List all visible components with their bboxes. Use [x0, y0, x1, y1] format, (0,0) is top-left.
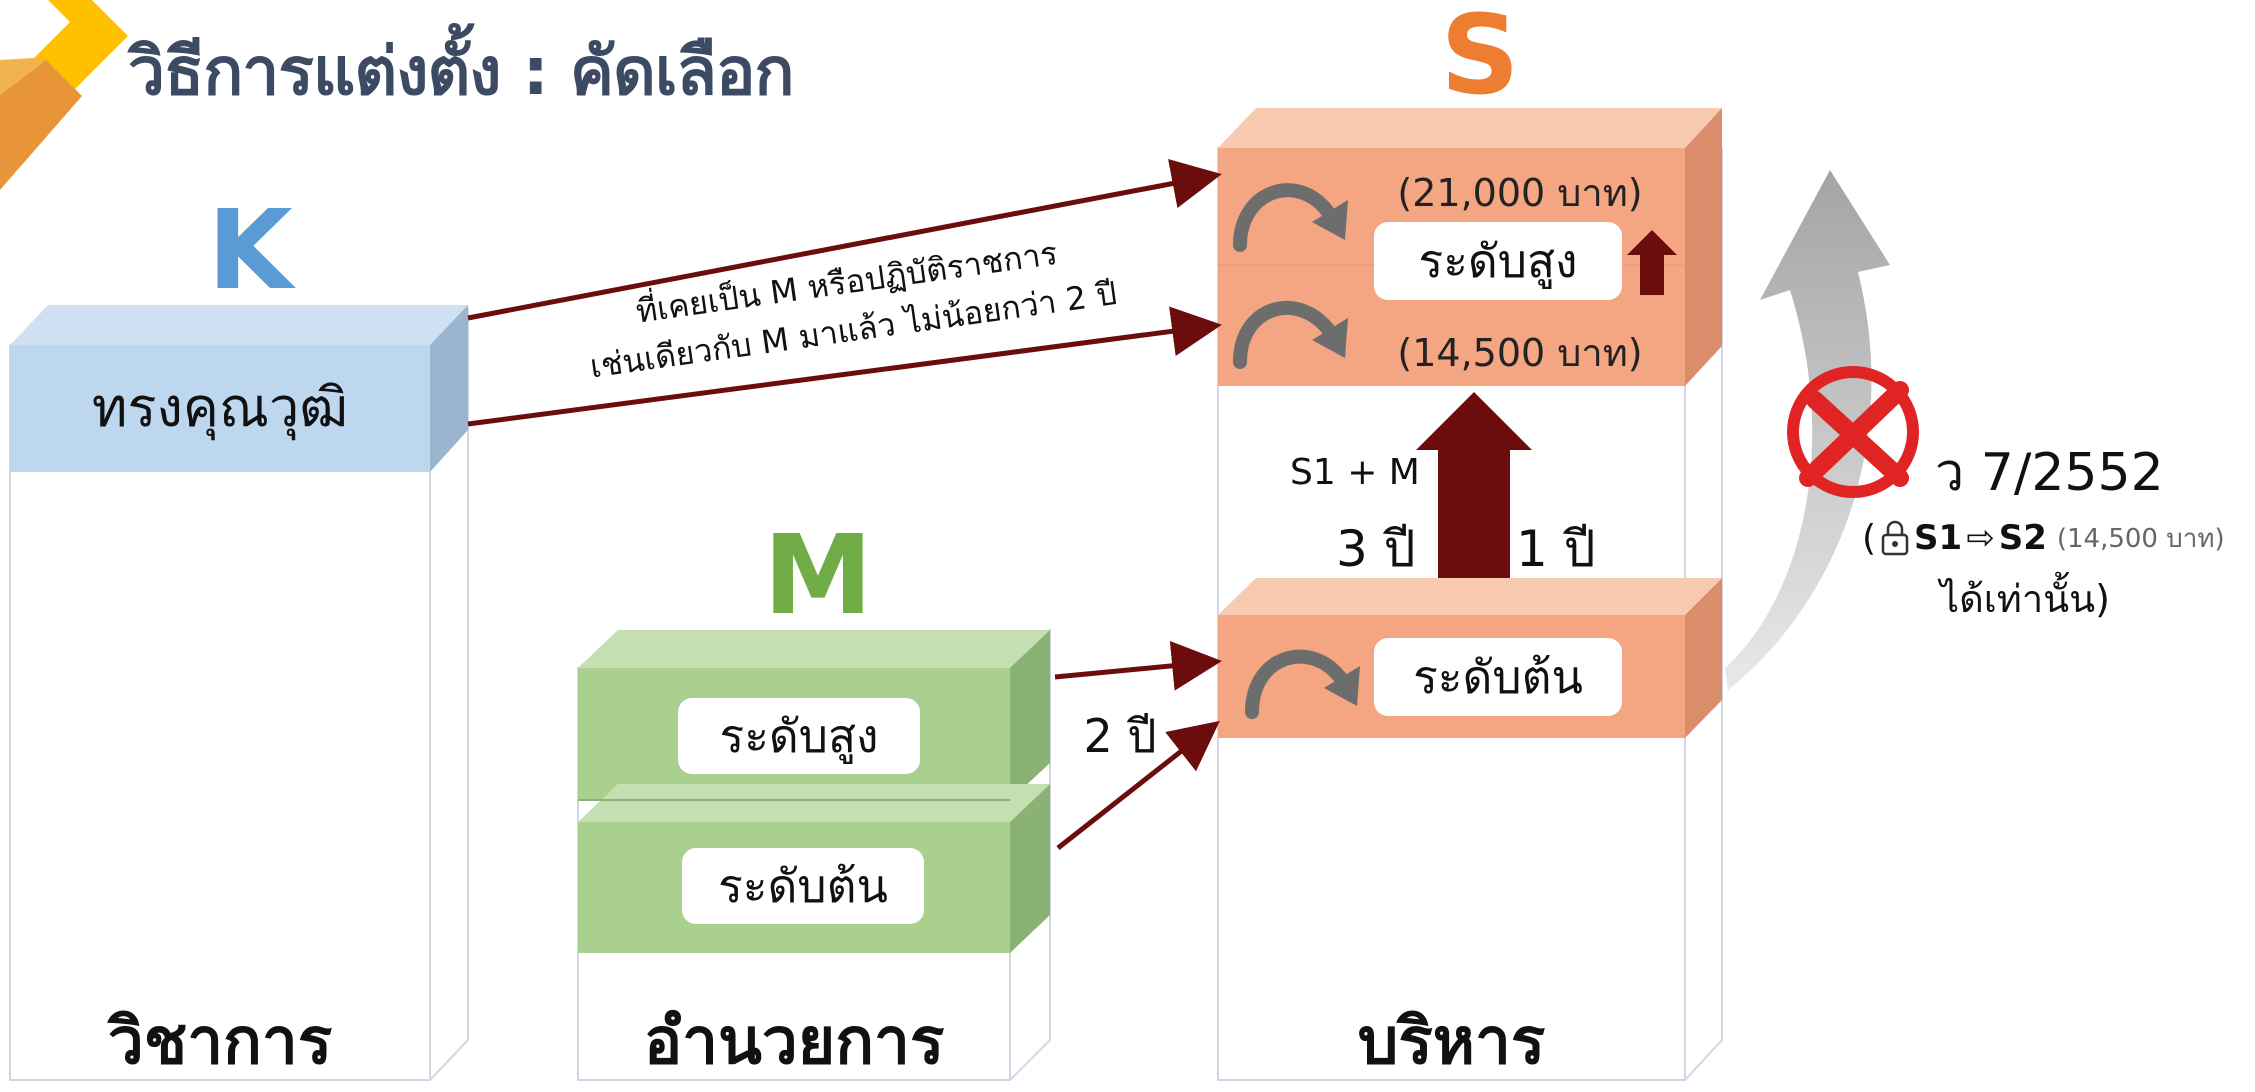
s-middle-salary: (14,500 บาท)	[1397, 331, 1643, 375]
prohibit-cross-icon	[1787, 366, 1919, 498]
k-bottom-label: วิชาการ	[107, 1005, 333, 1079]
m-letter: M	[763, 511, 873, 639]
m-upper-label: ระดับสูง	[678, 698, 920, 774]
corner-chevron-icon	[0, 0, 128, 190]
big-curved-arrow-icon	[1725, 170, 1890, 690]
m-bottom-label: อำนวยการ	[643, 1005, 945, 1079]
s-lower-label: ระดับต้น	[1374, 638, 1622, 716]
curved-arrow-icon	[1245, 649, 1360, 719]
k-to-s-middle-arrow	[467, 306, 1222, 427]
three-years-label: 3 ปี	[1336, 520, 1416, 578]
m-lower-label: ระดับต้น	[682, 848, 924, 924]
curved-arrow-icon	[1233, 183, 1348, 252]
curved-arrow-icon	[1233, 301, 1348, 369]
s-upper-salary: (21,000 บาท)	[1397, 171, 1643, 215]
rule-line2: ได้เท่านั้น)	[1940, 577, 2110, 621]
k-box-label: ทรงคุณวุฒิ	[91, 376, 349, 439]
up-arrow-icon	[1416, 392, 1532, 578]
m-to-s-years: 2 ปี	[1083, 709, 1157, 763]
m-upper-to-s-arrow	[1054, 640, 1222, 691]
s-upper-label: ระดับสูง	[1374, 222, 1622, 300]
rule-code: ว 7/2552	[1935, 443, 2164, 503]
rule-arrow-icon: ⇨	[1966, 518, 1995, 558]
k-to-s-upper-arrow	[467, 158, 1222, 321]
s1-plus-m-label: S1 + M	[1290, 452, 1420, 493]
m-lower-to-s-arrow	[1056, 720, 1220, 850]
one-year-label: 1 ปี	[1516, 520, 1596, 578]
rule-line1: ( S1 ⇨ S2 (14,500 บาท)	[1862, 510, 2247, 566]
k-letter: K	[207, 186, 293, 314]
rule-salary: (14,500 บาท)	[2056, 523, 2225, 554]
s-letter: S	[1440, 0, 1520, 119]
s-bottom-label: บริหาร	[1357, 1005, 1546, 1079]
rule-s1: S1	[1914, 518, 1963, 558]
up-arrow-icon	[1627, 230, 1677, 295]
rule-open-paren: (	[1862, 517, 1877, 559]
rule-s2: S2	[1998, 518, 2047, 558]
k-column	[9, 305, 469, 1081]
padlock-icon	[1880, 519, 1910, 557]
page-title: วิธีการแต่งตั้ง : คัดเลือก	[128, 33, 794, 110]
